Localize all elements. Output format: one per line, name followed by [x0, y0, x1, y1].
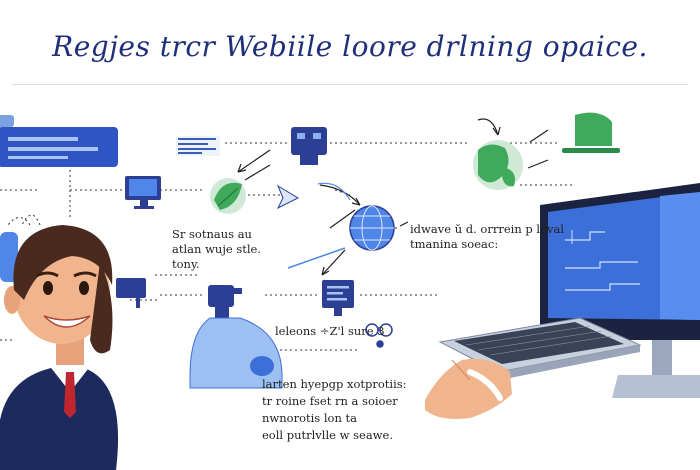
profile-card-icon — [0, 115, 118, 282]
glasses-icon — [365, 323, 393, 348]
header-divider — [12, 84, 688, 85]
document-list-icon — [176, 136, 220, 156]
hand-icon — [425, 358, 512, 419]
chart-panel-icon — [322, 280, 354, 316]
spray-bottle-icon — [208, 285, 242, 319]
flask-icon — [189, 317, 283, 389]
caption-left: Sr sotnaus au atlan wuje stle. tony. — [172, 227, 262, 271]
send-arrow-icon — [276, 184, 300, 210]
globe-icon — [349, 205, 395, 251]
robot-icon — [291, 127, 327, 165]
caption-middle: leleons ÷Ζ'l sure 3 — [275, 324, 385, 338]
tablet-stand-icon — [116, 278, 146, 308]
earth-globe-icon — [473, 140, 523, 190]
person-avatar — [0, 225, 119, 470]
device-stand-icon — [562, 112, 620, 153]
desktop-monitor — [540, 183, 700, 398]
page-title: Regjes trcr Webiile loore drlning opaice… — [52, 30, 648, 63]
leaf-globe-icon — [210, 178, 246, 214]
caption-right: idwave ŭ d. orrrein p loval tmanina soea… — [410, 222, 565, 251]
caption-bottom: larten hyepgp xotprotiis: tr roine fset … — [262, 377, 407, 442]
monitor-icon — [125, 176, 161, 209]
